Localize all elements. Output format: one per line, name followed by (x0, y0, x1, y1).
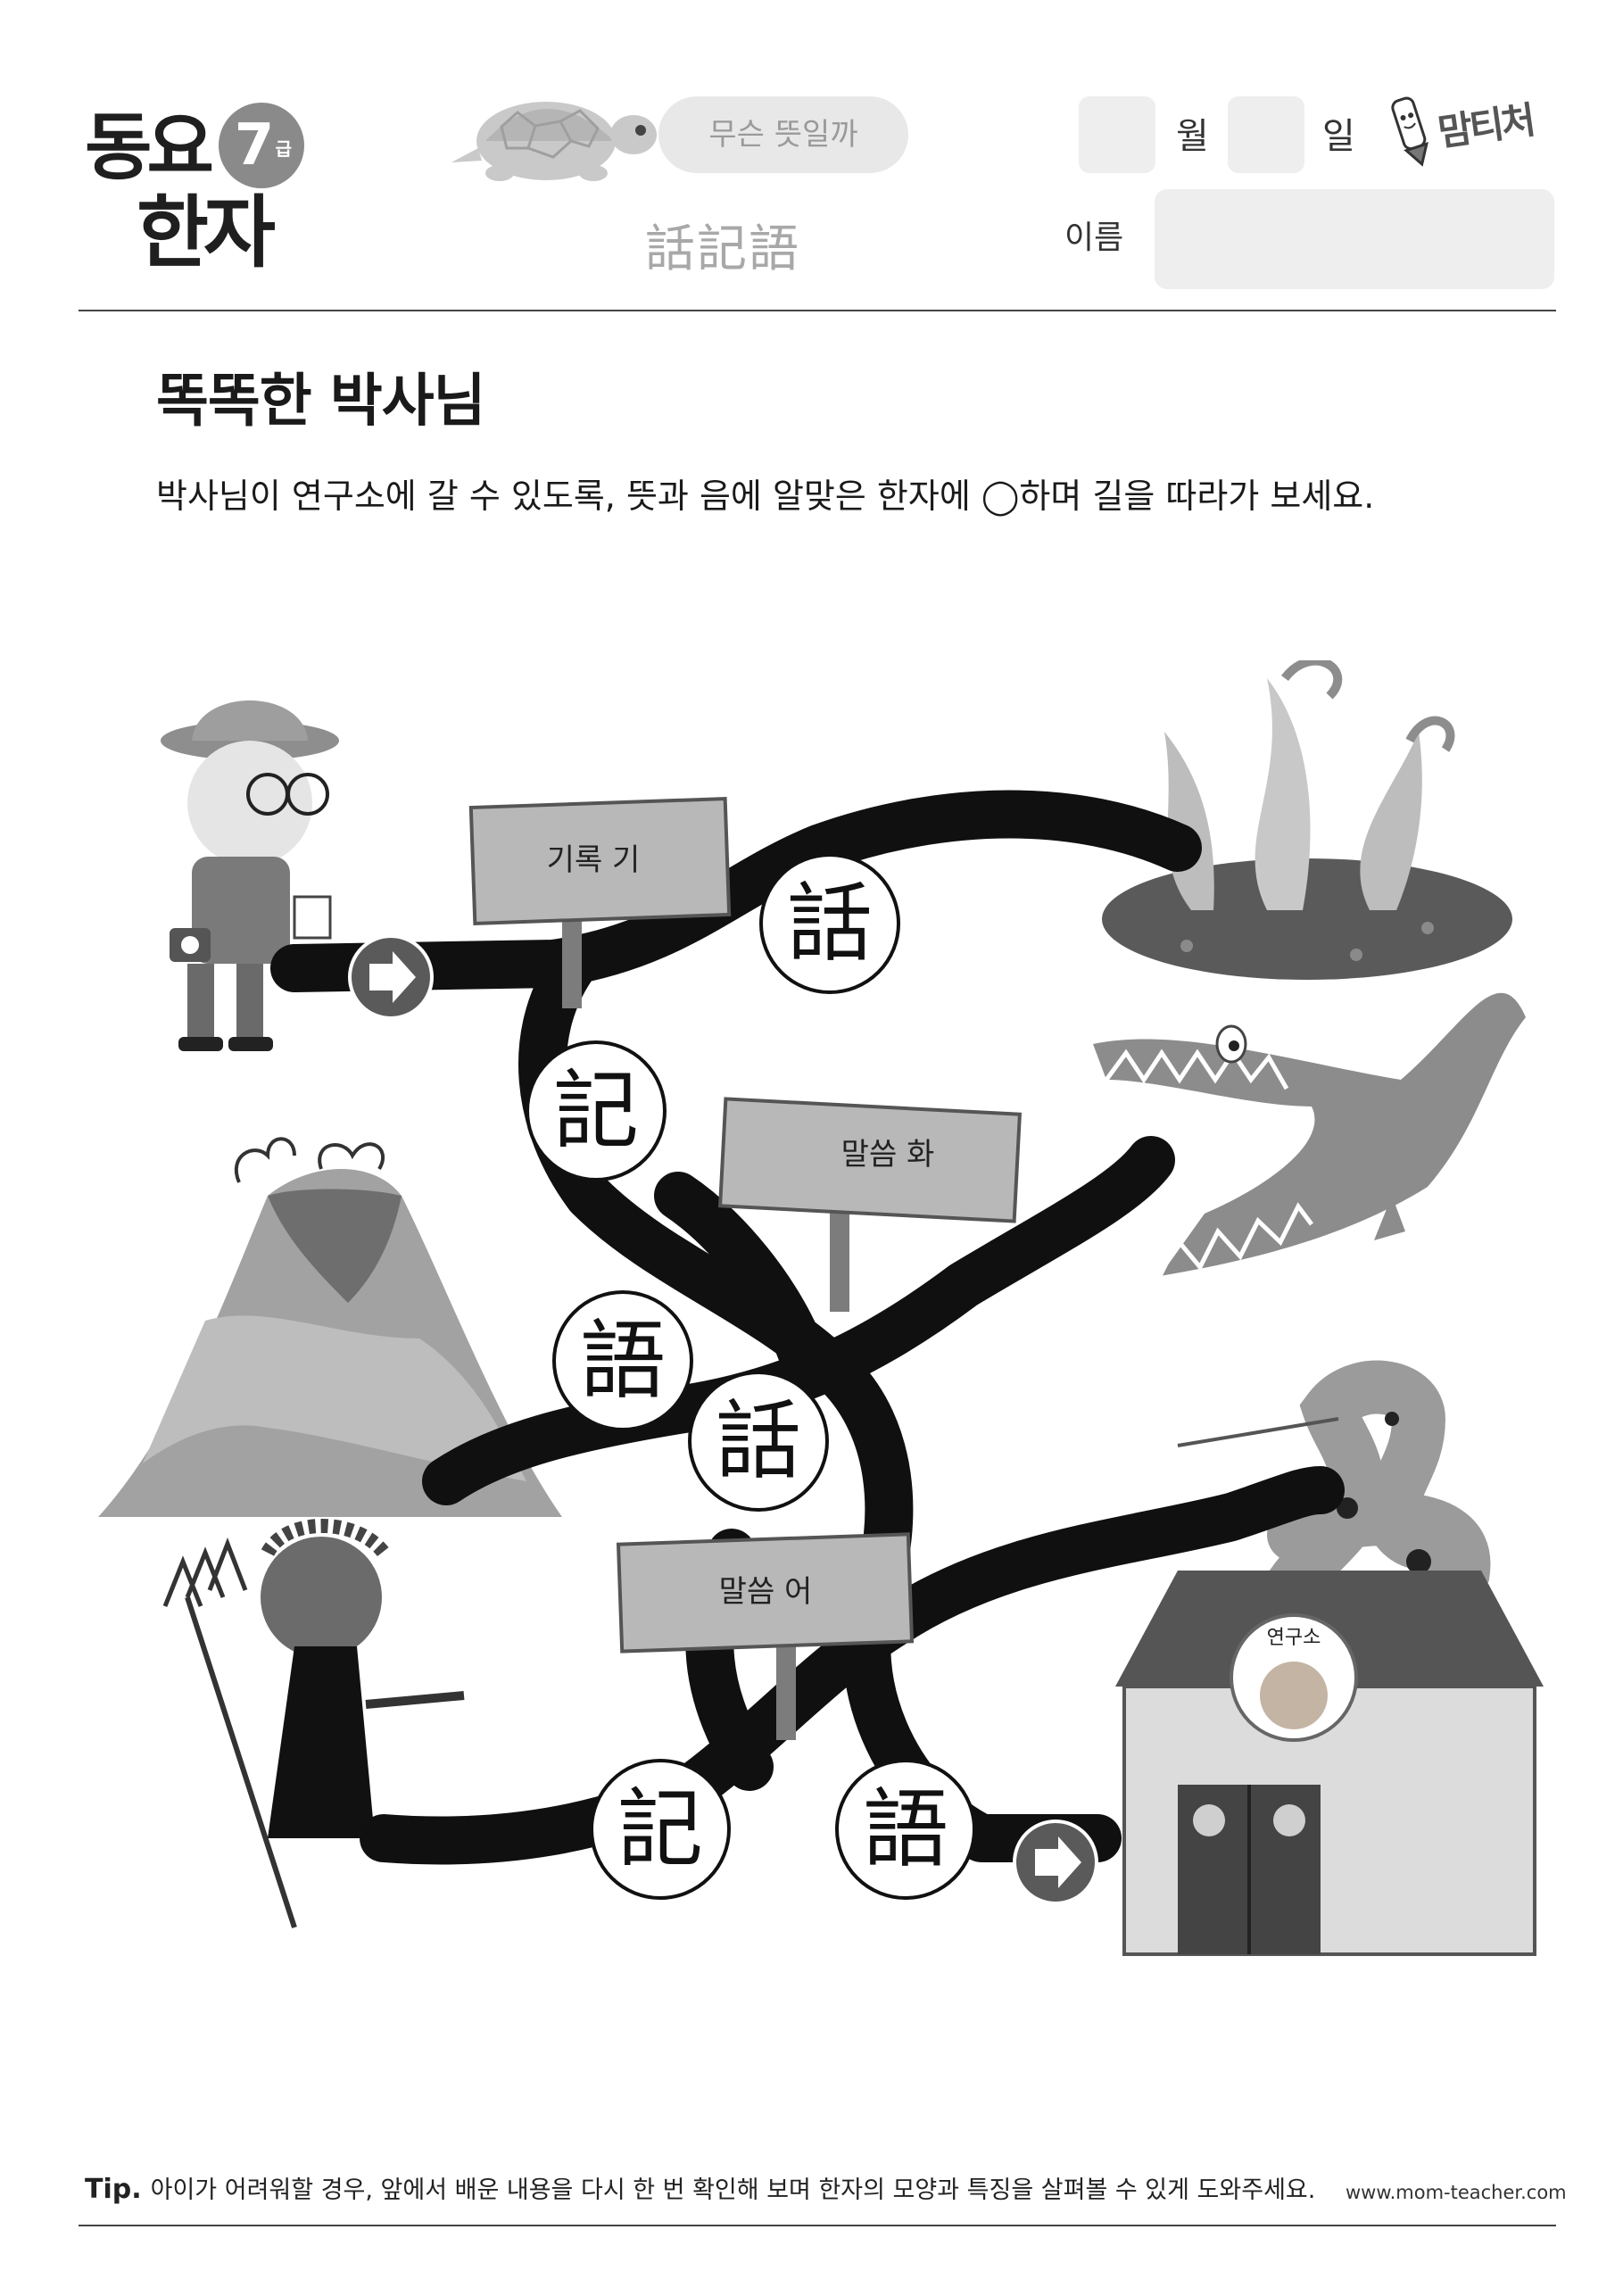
instruction-text: 박사님이 연구소에 갈 수 있도록, 뜻과 음에 알맞은 한자에 ◯하며 길을 … (156, 477, 1375, 516)
sign-text-3: 말씀 어 (719, 1574, 813, 1610)
tip-text: Tip. 아이가 어려워할 경우, 앞에서 배운 내용을 다시 한 번 확인해 보… (85, 2172, 1315, 2209)
pencil-mascot-icon (1391, 96, 1428, 167)
tip-label: Tip. (85, 2174, 142, 2205)
crocodile-hazard (1093, 992, 1526, 1278)
brand-line1: 동요 (85, 105, 214, 190)
signpost-3: 말씀 어 (616, 1532, 915, 1740)
hanja-node-3[interactable]: 語 (552, 1290, 693, 1431)
hanja-node-4[interactable]: 話 (688, 1371, 829, 1512)
grade-unit: 급 (275, 138, 292, 160)
tip-body: 아이가 어려워할 경우, 앞에서 배운 내용을 다시 한 번 확인해 보며 한자… (150, 2176, 1316, 2204)
maze-illustration: 연구소 기록 기 말씀 화 말씀 어 話 (98, 660, 1544, 1956)
turtle-illustration (451, 102, 657, 181)
footer-divider (79, 2225, 1556, 2226)
website-link[interactable]: www.mom-teacher.com (1346, 2182, 1567, 2203)
professor-character (161, 700, 339, 1051)
hanja-node-5-char: 記 (617, 1779, 703, 1879)
devil-character (162, 1519, 465, 1928)
volcano-hazard (98, 1137, 562, 1517)
grade-badge: 7 급 (219, 103, 304, 188)
hanja-node-3-char: 語 (580, 1311, 666, 1411)
goal-arrow-icon (1013, 1819, 1098, 1905)
hanja-node-4-char: 話 (716, 1391, 801, 1491)
hanja-node-6-char: 語 (863, 1779, 948, 1879)
signpost-1: 기록 기 (468, 796, 732, 1008)
hanja-node-5[interactable]: 記 (590, 1759, 731, 1900)
month-label: 월 (1176, 116, 1209, 157)
hanja-row: 話記語 (645, 220, 800, 278)
day-field[interactable] (1228, 96, 1304, 173)
month-field[interactable] (1079, 96, 1155, 173)
page-title: 똑똑한 박사님 (156, 369, 486, 435)
start-arrow-icon (348, 934, 434, 1020)
day-label: 일 (1322, 116, 1355, 157)
name-field[interactable] (1155, 189, 1554, 289)
meaning-badge: 무슨 뜻일까 (658, 96, 908, 173)
hanja-node-2[interactable]: 記 (526, 1040, 667, 1181)
fire-hazard (1102, 660, 1512, 980)
grade-number: 7 (234, 112, 275, 178)
signpost-2: 말씀 화 (717, 1097, 1023, 1312)
hanja-node-6[interactable]: 語 (835, 1759, 976, 1900)
hanja-node-2-char: 記 (553, 1061, 639, 1161)
mom-teacher-logo: 맘티처 (1387, 89, 1557, 170)
snake-hazard (1177, 1360, 1491, 1644)
name-label: 이름 (1064, 220, 1124, 256)
brand-logo: 동요 7 급 한자 (85, 103, 317, 294)
research-lab-building: 연구소 (1115, 1571, 1544, 1956)
hanja-node-1-char: 話 (787, 874, 873, 974)
brand-line2: 한자 (137, 186, 276, 278)
hanja-node-1[interactable]: 話 (759, 853, 900, 994)
sign-text-1: 기록 기 (547, 842, 641, 878)
lab-sign-text: 연구소 (1267, 1627, 1321, 1649)
header-divider (79, 310, 1556, 311)
sign-text-2: 말씀 화 (841, 1137, 935, 1173)
